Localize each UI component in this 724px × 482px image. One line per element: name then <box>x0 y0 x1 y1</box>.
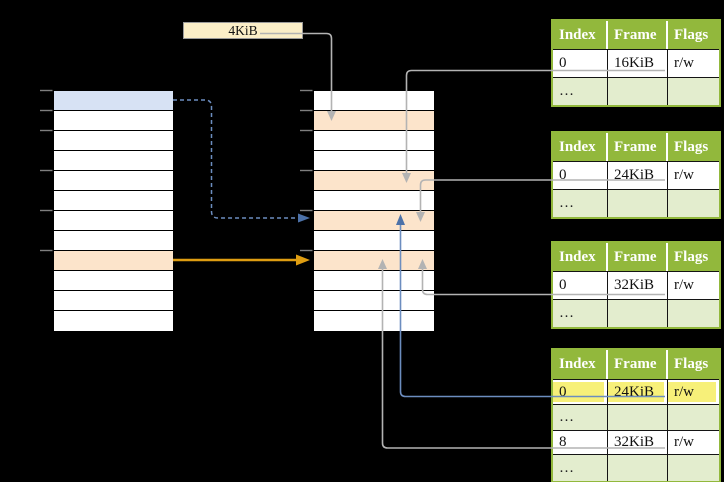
memory-row <box>54 151 173 171</box>
memory-row <box>314 191 434 211</box>
table-cell: … <box>553 454 608 481</box>
memory-row <box>54 231 173 251</box>
memory-row <box>314 231 434 251</box>
memory-row <box>314 131 434 151</box>
table-cell: 24KiB <box>608 161 668 189</box>
memory-row <box>54 271 173 291</box>
memory-frame-32kib <box>314 251 434 271</box>
memory-row <box>54 291 173 311</box>
frame-size-label-text: 4KiB <box>228 22 258 38</box>
table-cell: r/w <box>668 49 719 77</box>
page-table-3: Index Frame Flags 0 32KiB r/w … <box>551 241 721 329</box>
column-header-index: Index <box>553 350 608 379</box>
table-cell: … <box>553 189 608 217</box>
page-table-4: Index Frame Flags 0 24KiB r/w … 8 32KiB … <box>551 348 721 482</box>
memory-row-highlight-blue <box>54 91 173 111</box>
column-header-flags: Flags <box>668 243 719 271</box>
table-cell <box>608 77 668 105</box>
memory-row <box>314 271 434 291</box>
middle-address-ticks <box>300 89 313 252</box>
column-header-flags: Flags <box>668 350 719 379</box>
table-cell <box>668 404 719 430</box>
table-cell: 16KiB <box>608 49 668 77</box>
column-header-index: Index <box>553 133 608 161</box>
memory-row <box>314 151 434 171</box>
page-table-1: Index Frame Flags 0 16KiB r/w … <box>551 19 721 107</box>
memory-row-highlight-orange <box>54 251 173 271</box>
arrow-virtual-orange-to-frame32 <box>173 254 310 266</box>
column-header-frame: Frame <box>608 350 668 379</box>
memory-row <box>314 291 434 311</box>
table-cell <box>608 404 668 430</box>
memory-row <box>54 171 173 191</box>
table-cell: … <box>553 404 608 430</box>
table-cell: 0 <box>553 161 608 189</box>
memory-row <box>54 111 173 131</box>
highlighted-text: 0 <box>553 382 604 402</box>
table-cell <box>608 299 668 327</box>
highlighted-text: r/w <box>668 382 716 402</box>
left-memory-column <box>53 90 174 332</box>
memory-row <box>54 211 173 231</box>
memory-row <box>54 311 173 331</box>
memory-frame-24kib <box>314 211 434 231</box>
column-header-flags: Flags <box>668 133 719 161</box>
column-header-index: Index <box>553 243 608 271</box>
physical-memory-column <box>313 90 435 332</box>
memory-row <box>314 311 434 331</box>
table-cell <box>608 454 668 481</box>
table-cell <box>608 189 668 217</box>
table-cell: 32KiB <box>608 271 668 299</box>
table-cell: 0 <box>553 271 608 299</box>
column-header-frame: Frame <box>608 21 668 49</box>
page-table-2: Index Frame Flags 0 24KiB r/w … <box>551 131 721 219</box>
left-address-ticks <box>40 89 53 252</box>
table-cell-highlighted: 24KiB <box>608 379 668 404</box>
table-cell: 32KiB <box>608 430 668 454</box>
memory-row <box>314 91 434 111</box>
table-cell: r/w <box>668 161 719 189</box>
memory-frame-4kib <box>314 111 434 131</box>
table-cell <box>668 454 719 481</box>
memory-frame-16kib <box>314 171 434 191</box>
column-header-index: Index <box>553 21 608 49</box>
table-cell <box>668 189 719 217</box>
table-cell: r/w <box>668 430 719 454</box>
column-header-frame: Frame <box>608 243 668 271</box>
highlighted-text: 24KiB <box>608 382 664 402</box>
table-cell: 0 <box>553 49 608 77</box>
memory-row <box>54 131 173 151</box>
arrow-virtual-blue-to-frame24-dashed <box>173 99 310 223</box>
table-cell: … <box>553 299 608 327</box>
column-header-frame: Frame <box>608 133 668 161</box>
table-cell-highlighted: r/w <box>668 379 719 404</box>
column-header-flags: Flags <box>668 21 719 49</box>
table-cell: r/w <box>668 271 719 299</box>
memory-row <box>54 191 173 211</box>
table-cell-highlighted: 0 <box>553 379 608 404</box>
frame-size-label: 4KiB <box>183 22 303 39</box>
table-cell <box>668 77 719 105</box>
table-cell: … <box>553 77 608 105</box>
table-cell <box>668 299 719 327</box>
table-cell: 8 <box>553 430 608 454</box>
